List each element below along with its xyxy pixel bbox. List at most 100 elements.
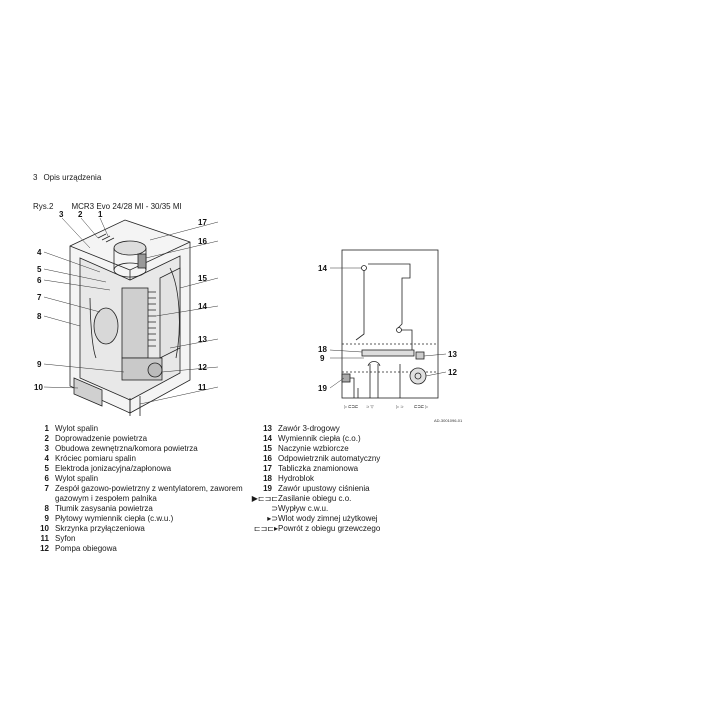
legend-number: 13 [263,424,272,433]
legend-text: Hydroblok [278,474,315,483]
legend-text: Obudowa zewnętrzna/komora powietrza [55,444,198,453]
callout-6: 6 [37,276,42,285]
legend-text: Syfon [55,534,76,543]
schematic-callout-18: 18 [318,345,327,354]
legend-item: ⊃Wypływ c.w.u. [256,504,486,514]
callout-3: 3 [59,210,64,219]
legend-text: Wypływ c.w.u. [278,504,329,513]
legend-text: Elektroda jonizacyjna/zapłonowa [55,464,172,473]
legend-number: 10 [40,524,49,533]
schematic-connection-label: ▷ ⊏⊐⊏ [344,404,358,409]
schematic-connection-label: ⊏⊐⊏ ▷ [414,404,429,409]
callout-4: 4 [37,248,42,257]
schematic-callout-14: 14 [318,264,327,273]
section-title: Opis urządzenia [43,173,102,182]
legend-number: 12 [40,544,49,553]
legend-item: 10 Skrzynka przyłączeniowa [33,524,253,534]
legend-item: 1 Wylot spalin [33,424,253,434]
callout-10: 10 [34,383,43,392]
schematic-connection-label: ⊃ ▽ [366,404,374,409]
legend-text: Doprowadzenie powietrza [55,434,148,443]
schematic-callout-19: 19 [318,384,327,393]
legend-item: ⊏⊐⊏▸Powrót z obiegu grzewczego [253,524,486,534]
figure-code: AD-3001096-01 [434,418,463,423]
legend-text: Pompa obiegowa [55,544,117,553]
legend-text: Zawór upustowy ciśnienia [278,484,370,493]
legend-text: Powrót z obiegu grzewczego [278,524,381,533]
callout-13: 13 [198,335,207,344]
schematic-connection-label: ▷ ⊃ [396,404,404,409]
legend-item: ▶⊏⊐⊏Zasilanie obiegu c.o. [251,494,486,504]
figure-label: Rys.2 [33,202,54,211]
legend-text: Króciec pomiaru spalin [55,454,136,463]
legend-number: 8 [44,504,49,513]
legend-symbol: ⊃ [271,504,278,513]
callout-11: 11 [198,383,207,392]
legend-text: Naczynie wzbiorcze [278,444,349,453]
legend-item: 7 Zespół gazowo-powietrzny z wentylatorem… [33,484,253,504]
legend-text: Tłumik zasysania powietrza [55,504,153,513]
legend-number: 19 [263,484,272,493]
legend-number: 7 [44,484,49,493]
legend-number: 11 [40,534,49,543]
legend-item: 15 Naczynie wzbiorcze [256,444,486,454]
hydraulic-schematic-drawing: 14 18 9 13 12 19 ▷ ⊏⊐⊏ ⊃ ▽ ▷ ⊃ ⊏⊐⊏ ▷ [318,249,457,409]
callout-15: 15 [198,274,207,283]
page-header: 3 Opis urządzenia [33,173,101,182]
legend-item: 3 Obudowa zewnętrzna/komora powietrza [33,444,253,454]
legend-text: Wlot wody zimnej użytkowej [278,514,378,523]
legend-text: Wymiennik ciepła (c.o.) [278,434,361,443]
legend-number: 6 [44,474,49,483]
callout-8: 8 [37,312,42,321]
legend-item: 16 Odpowietrznik automatyczny [256,454,486,464]
legend-item: ▸⊃Wlot wody zimnej użytkowej [256,514,486,524]
legend-number: 16 [263,454,272,463]
legend-number: 1 [44,424,49,433]
legend-number: 9 [44,514,49,523]
legend-item: 6 Wylot spalin [33,474,253,484]
legend-symbol: ▸⊃ [267,514,278,523]
callout-1: 1 [98,210,103,219]
page-number: 3 [33,173,38,182]
legend-item: 17 Tabliczka znamionowa [256,464,486,474]
legend-symbol: ▶⊏⊐⊏ [251,494,278,503]
callout-5: 5 [37,265,42,274]
legend-text: Tabliczka znamionowa [278,464,359,473]
legend-number: 17 [263,464,272,473]
legend-item: 9 Płytowy wymiennik ciepła (c.w.u.) [33,514,253,524]
legend-text: Skrzynka przyłączeniowa [55,524,145,533]
legend-symbol: ⊏⊐⊏▸ [253,524,278,533]
legend-text: Zespół gazowo-powietrzny z wentylatorem,… [55,484,243,503]
legend-number: 3 [44,444,49,453]
legend-text: Odpowietrznik automatyczny [278,454,381,463]
figure-caption: Rys.2 MCR3 Evo 24/28 MI - 30/35 MI [33,202,182,211]
callout-16: 16 [198,237,207,246]
legend-item: 13 Zawór 3-drogowy [256,424,486,434]
legend-item: 11 Syfon [33,534,253,544]
callout-17: 17 [198,218,207,227]
callout-14: 14 [198,302,207,311]
callout-12: 12 [198,363,207,372]
boiler-isometric-drawing: 3 2 1 17 16 4 5 6 15 7 14 8 13 9 12 10 1… [34,210,219,416]
legend-item: 18 Hydroblok [256,474,486,484]
schematic-callout-9: 9 [320,354,325,363]
legend-text: Zasilanie obiegu c.o. [278,494,352,503]
legend-number: 18 [263,474,272,483]
schematic-callout-13: 13 [448,350,457,359]
callout-9: 9 [37,360,42,369]
legend-text: Płytowy wymiennik ciepła (c.w.u.) [55,514,174,523]
legend-text: Zawór 3-drogowy [278,424,340,433]
legend-number: 15 [263,444,272,453]
figure-title: MCR3 Evo 24/28 MI - 30/35 MI [71,202,182,211]
legend-text: Wylot spalin [55,474,99,483]
legend-item: 8 Tłumik zasysania powietrza [33,504,253,514]
legend-item: 12 Pompa obiegowa [33,544,253,554]
callout-7: 7 [37,293,42,302]
legend-text: Wylot spalin [55,424,99,433]
